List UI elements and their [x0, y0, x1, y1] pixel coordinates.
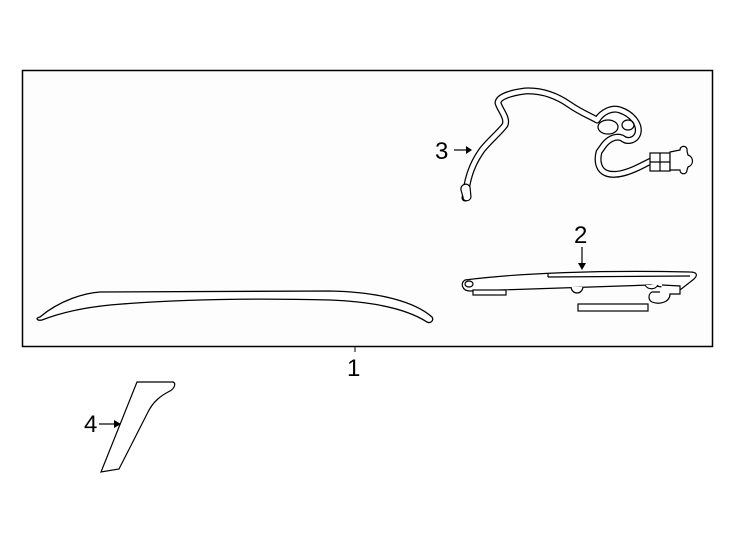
- arrow-4: [114, 420, 121, 428]
- part-3-wire-harness[interactable]: [460, 87, 694, 202]
- arrow-2: [578, 263, 586, 270]
- part-2-stop-lamp[interactable]: [461, 270, 697, 312]
- arrow-3: [466, 146, 472, 154]
- callout-3[interactable]: 3: [435, 138, 449, 165]
- callout-1[interactable]: 1: [347, 355, 361, 382]
- callout-2[interactable]: 2: [574, 222, 588, 249]
- callout-4[interactable]: 4: [84, 411, 98, 438]
- part-4-trim-bracket[interactable]: [100, 381, 176, 473]
- part-1-spoiler-molding[interactable]: [36, 290, 434, 324]
